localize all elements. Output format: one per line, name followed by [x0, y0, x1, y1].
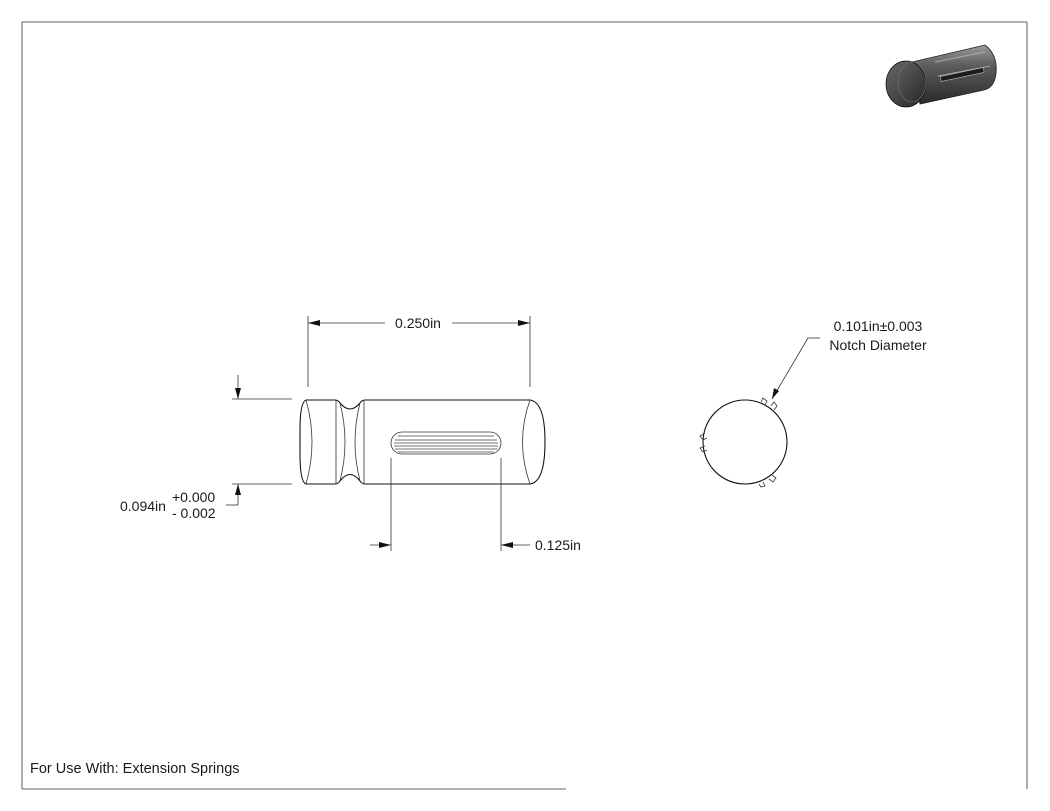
notch-diameter-value: 0.101in±0.003 [834, 318, 923, 334]
notch-diameter-leader [771, 337, 820, 400]
notch-diameter-caption: Notch Diameter [829, 337, 927, 353]
isometric-pin-view [885, 44, 997, 108]
diameter-upper-tolerance: +0.000 [172, 489, 215, 505]
pin-front-view [299, 399, 546, 485]
sheet-border [21, 21, 1028, 790]
overall-length-dimension [307, 316, 531, 387]
slot-length-label: 0.125in [535, 537, 581, 553]
diameter-dimension [226, 375, 292, 506]
diameter-lower-tolerance: - 0.002 [172, 505, 216, 521]
pin-end-view [699, 397, 788, 488]
overall-length-label: 0.250in [395, 315, 441, 331]
diameter-nominal-label: 0.094in [120, 498, 166, 514]
usage-note: For Use With: Extension Springs [30, 761, 240, 777]
slot-length-dimension [370, 458, 530, 551]
